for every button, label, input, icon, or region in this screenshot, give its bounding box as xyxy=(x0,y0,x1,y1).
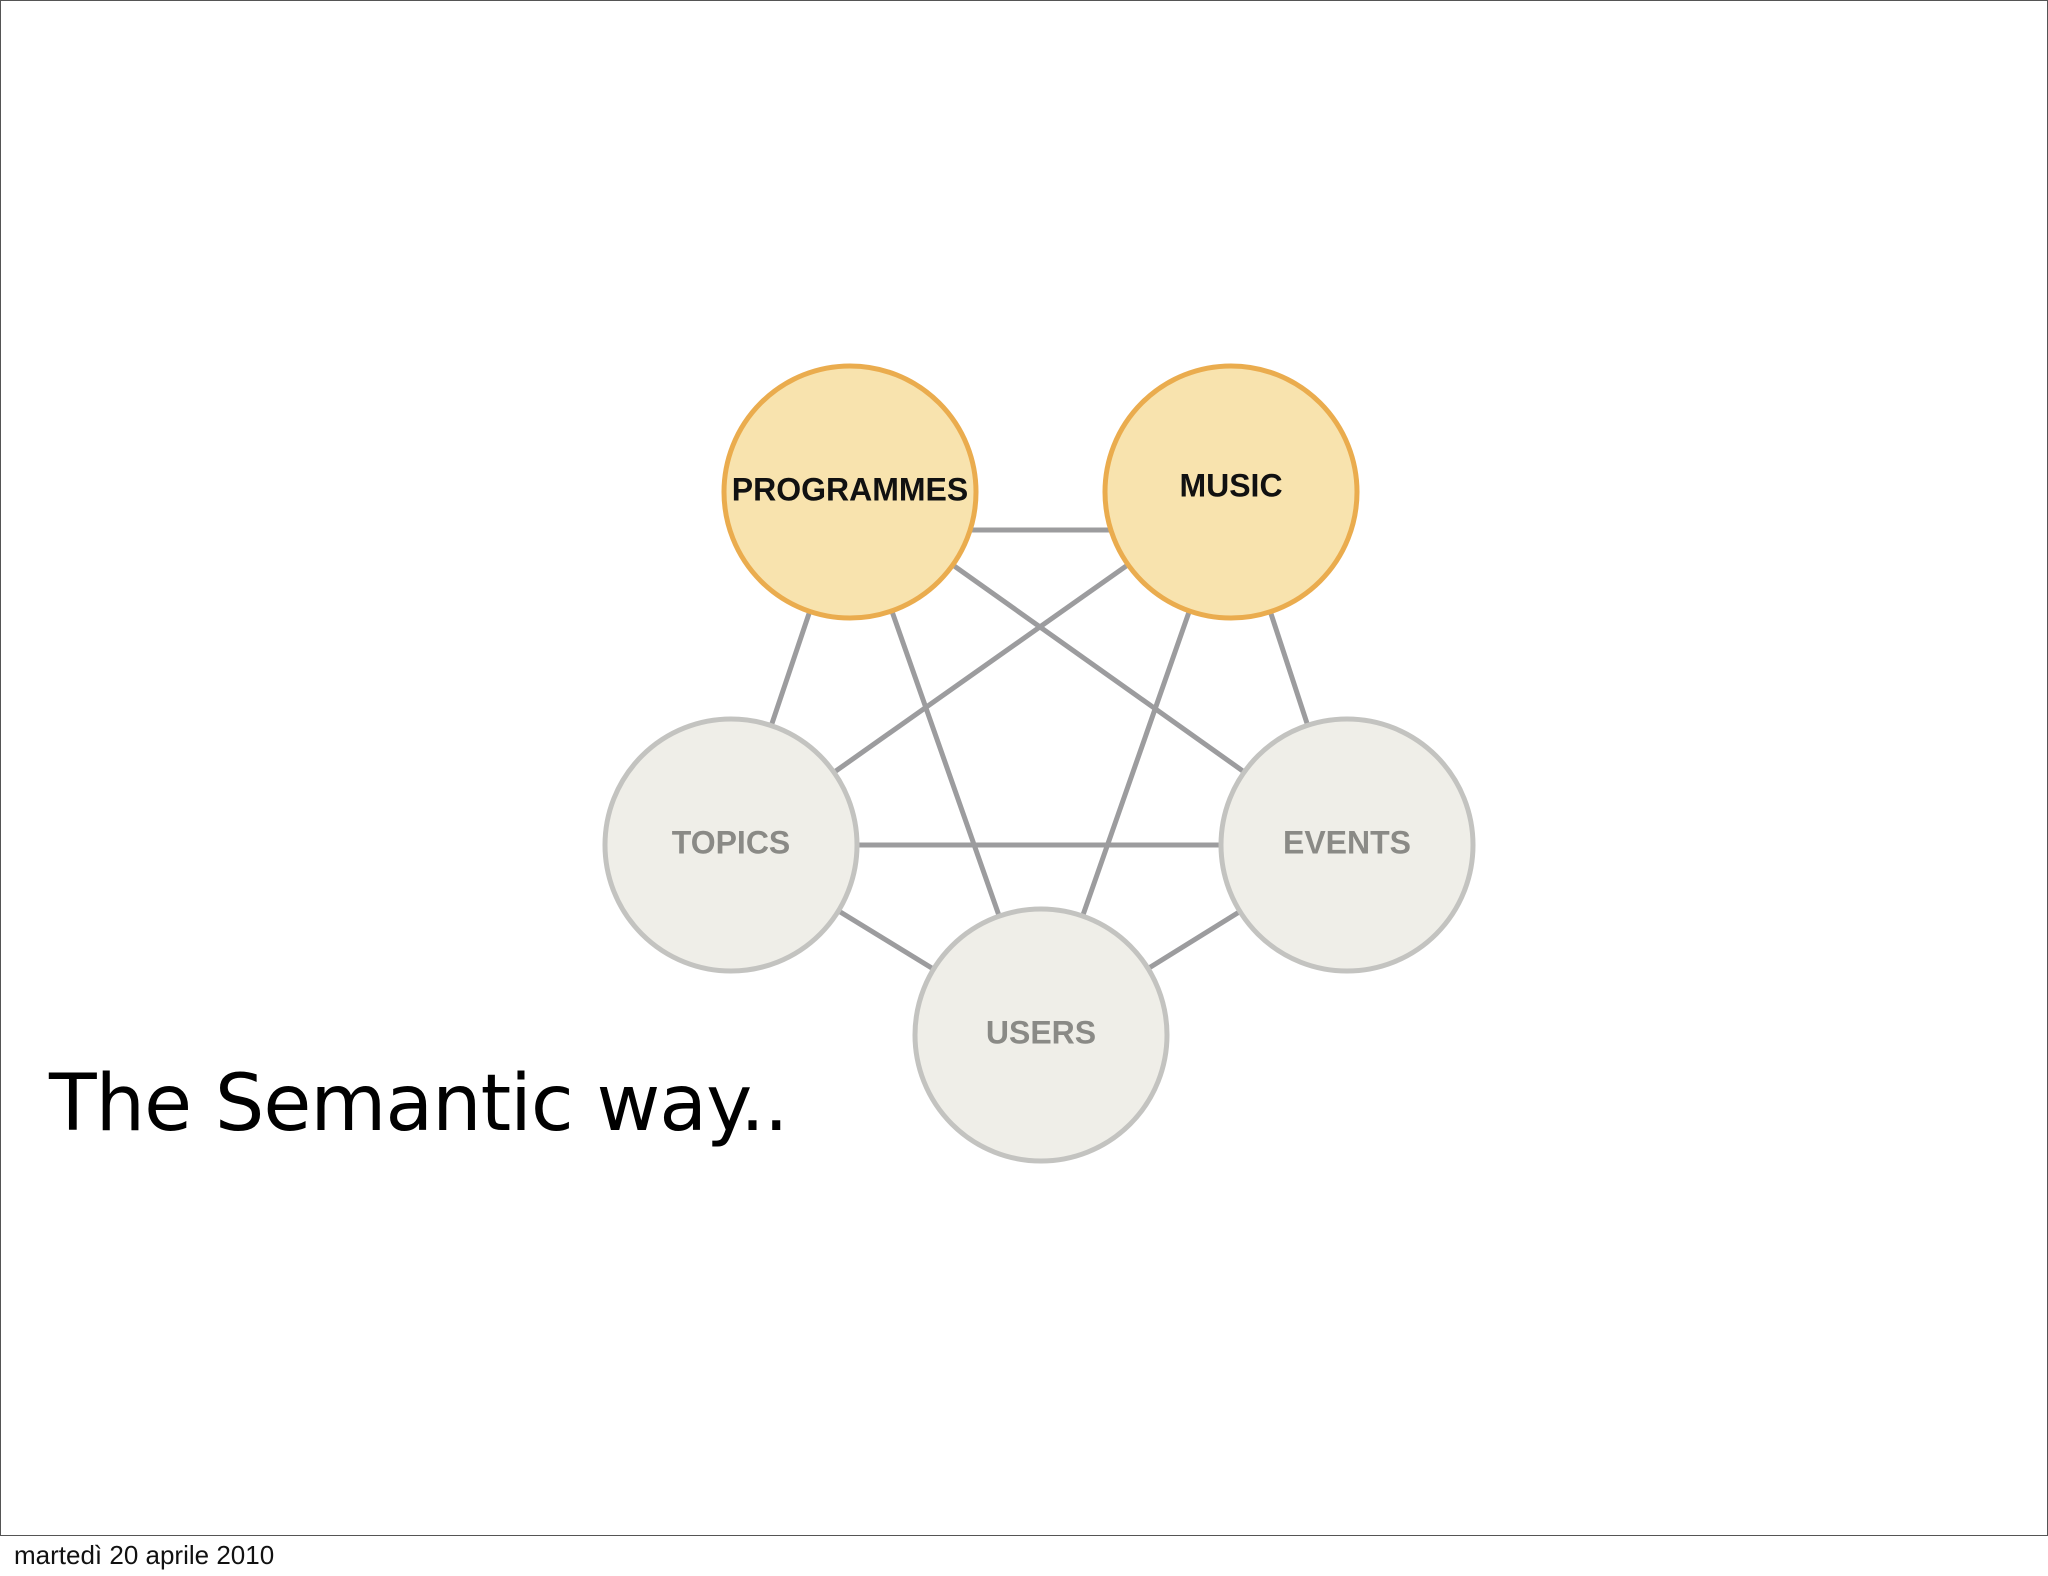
node-label-programmes: PROGRAMMES xyxy=(732,471,968,507)
node-events: EVENTS xyxy=(1218,716,1476,974)
footer-date: martedì 20 aprile 2010 xyxy=(14,1540,275,1570)
node-topics: TOPICS xyxy=(602,716,860,974)
node-label-events: EVENTS xyxy=(1283,824,1411,860)
node-label-topics: TOPICS xyxy=(672,824,791,860)
node-music: MUSIC xyxy=(1102,363,1360,621)
node-programmes: PROGRAMMES xyxy=(721,363,979,621)
node-circle-music xyxy=(1102,363,1360,621)
node-circle-programmes xyxy=(721,363,979,621)
node-label-music: MUSIC xyxy=(1179,467,1282,503)
node-circle-topics xyxy=(602,716,860,974)
slide-title: The Semantic way.. xyxy=(49,1059,789,1149)
node-circle-users xyxy=(912,906,1170,1164)
slide: PROGRAMMES MUSIC TOPICS EVENTS USERS The Sem… xyxy=(0,0,2048,1536)
entity-diagram: PROGRAMMES MUSIC TOPICS EVENTS USERS xyxy=(602,363,1476,1164)
node-label-users: USERS xyxy=(986,1014,1096,1050)
nodes-layer: PROGRAMMES MUSIC TOPICS EVENTS USERS xyxy=(602,363,1476,1164)
node-users: USERS xyxy=(912,906,1170,1164)
node-circle-events xyxy=(1218,716,1476,974)
